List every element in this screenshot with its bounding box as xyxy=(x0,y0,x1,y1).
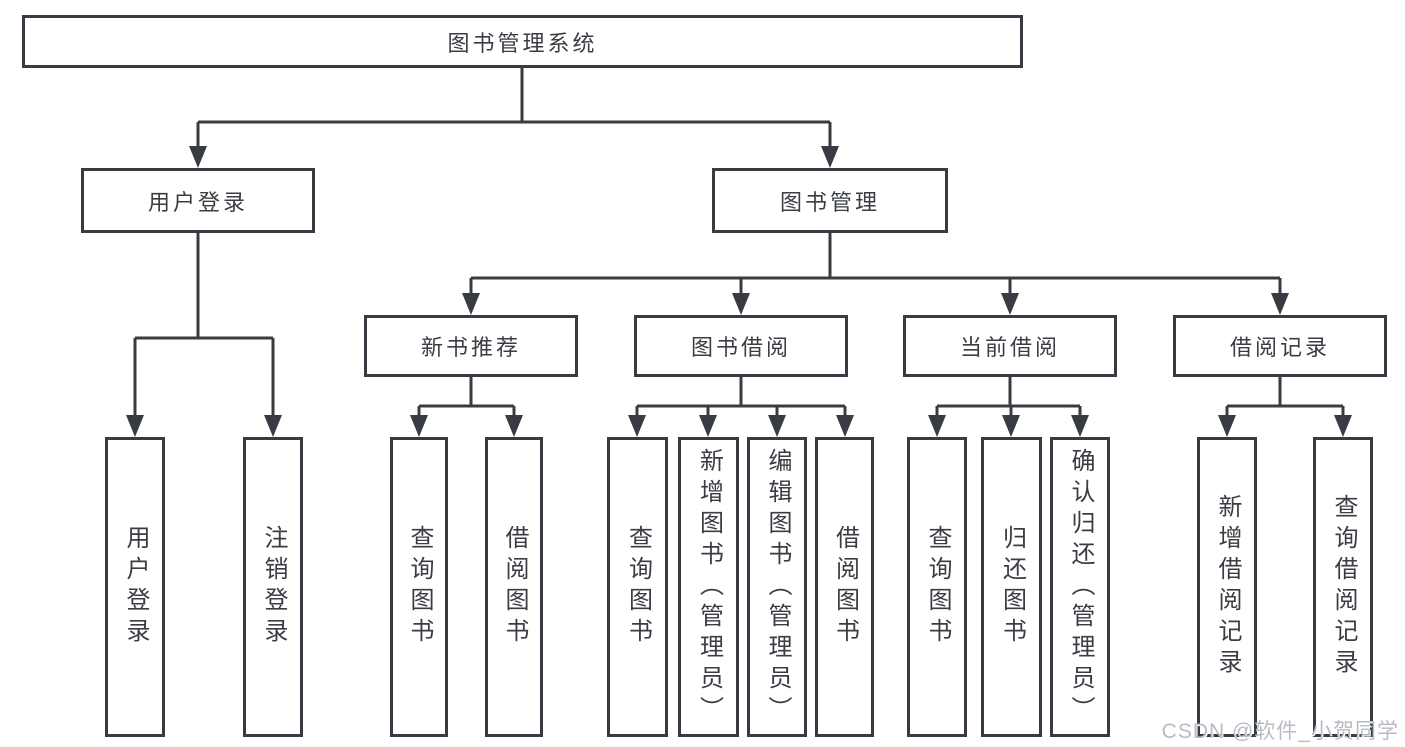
leaf-borrow-books: 借阅图书 xyxy=(815,437,874,737)
node-label: 归还图书 xyxy=(998,525,1026,649)
node-label: 确认归还（管理员） xyxy=(1067,447,1094,727)
node-label: 图书借阅 xyxy=(690,335,791,360)
node-label: 查询图书 xyxy=(624,525,652,649)
node-book-borrow: 图书借阅 xyxy=(634,315,848,377)
leaf-query-books-recommend: 查询图书 xyxy=(390,437,448,737)
node-borrow-records: 借阅记录 xyxy=(1173,315,1387,377)
node-label: 注销登录 xyxy=(260,525,287,649)
node-label: 查询图书 xyxy=(924,525,951,649)
leaf-logout: 注销登录 xyxy=(243,437,303,737)
node-label: 查询借阅记录 xyxy=(1330,494,1357,680)
node-label: 借阅记录 xyxy=(1229,335,1330,360)
leaf-edit-book-admin: 编辑图书（管理员） xyxy=(747,437,807,737)
node-label: 图书管理系统 xyxy=(447,30,598,56)
node-new-book-recommend: 新书推荐 xyxy=(364,315,578,377)
node-label: 图书管理 xyxy=(779,189,880,215)
node-user-login: 用户登录 xyxy=(81,168,315,233)
leaf-confirm-return-admin: 确认归还（管理员） xyxy=(1050,437,1110,737)
leaf-return-book: 归还图书 xyxy=(981,437,1042,737)
leaf-add-book-admin: 新增图书（管理员） xyxy=(678,437,739,737)
node-label: 借阅图书 xyxy=(501,525,528,649)
node-label: 新书推荐 xyxy=(420,335,521,360)
leaf-user-login: 用户登录 xyxy=(105,437,165,737)
node-library-system: 图书管理系统 xyxy=(22,15,1023,68)
leaf-borrow-books-recommend: 借阅图书 xyxy=(485,437,543,737)
node-current-borrow: 当前借阅 xyxy=(903,315,1117,377)
leaf-query-books-borrow: 查询图书 xyxy=(607,437,668,737)
node-label: 查询图书 xyxy=(406,525,433,649)
node-label: 新增图书（管理员） xyxy=(695,447,723,727)
node-label: 编辑图书（管理员） xyxy=(764,447,791,727)
leaf-query-books-current: 查询图书 xyxy=(907,437,967,737)
leaf-add-borrow-record: 新增借阅记录 xyxy=(1197,437,1257,737)
csdn-watermark: CSDN @软件_小贺同学 xyxy=(1161,720,1399,743)
node-book-management: 图书管理 xyxy=(712,168,948,233)
node-label: 用户登录 xyxy=(147,189,248,215)
node-label: 新增借阅记录 xyxy=(1214,494,1241,680)
node-label: 借阅图书 xyxy=(831,525,859,649)
node-label: 当前借阅 xyxy=(959,335,1060,360)
node-label: 用户登录 xyxy=(122,525,149,649)
leaf-query-borrow-record: 查询借阅记录 xyxy=(1313,437,1373,737)
